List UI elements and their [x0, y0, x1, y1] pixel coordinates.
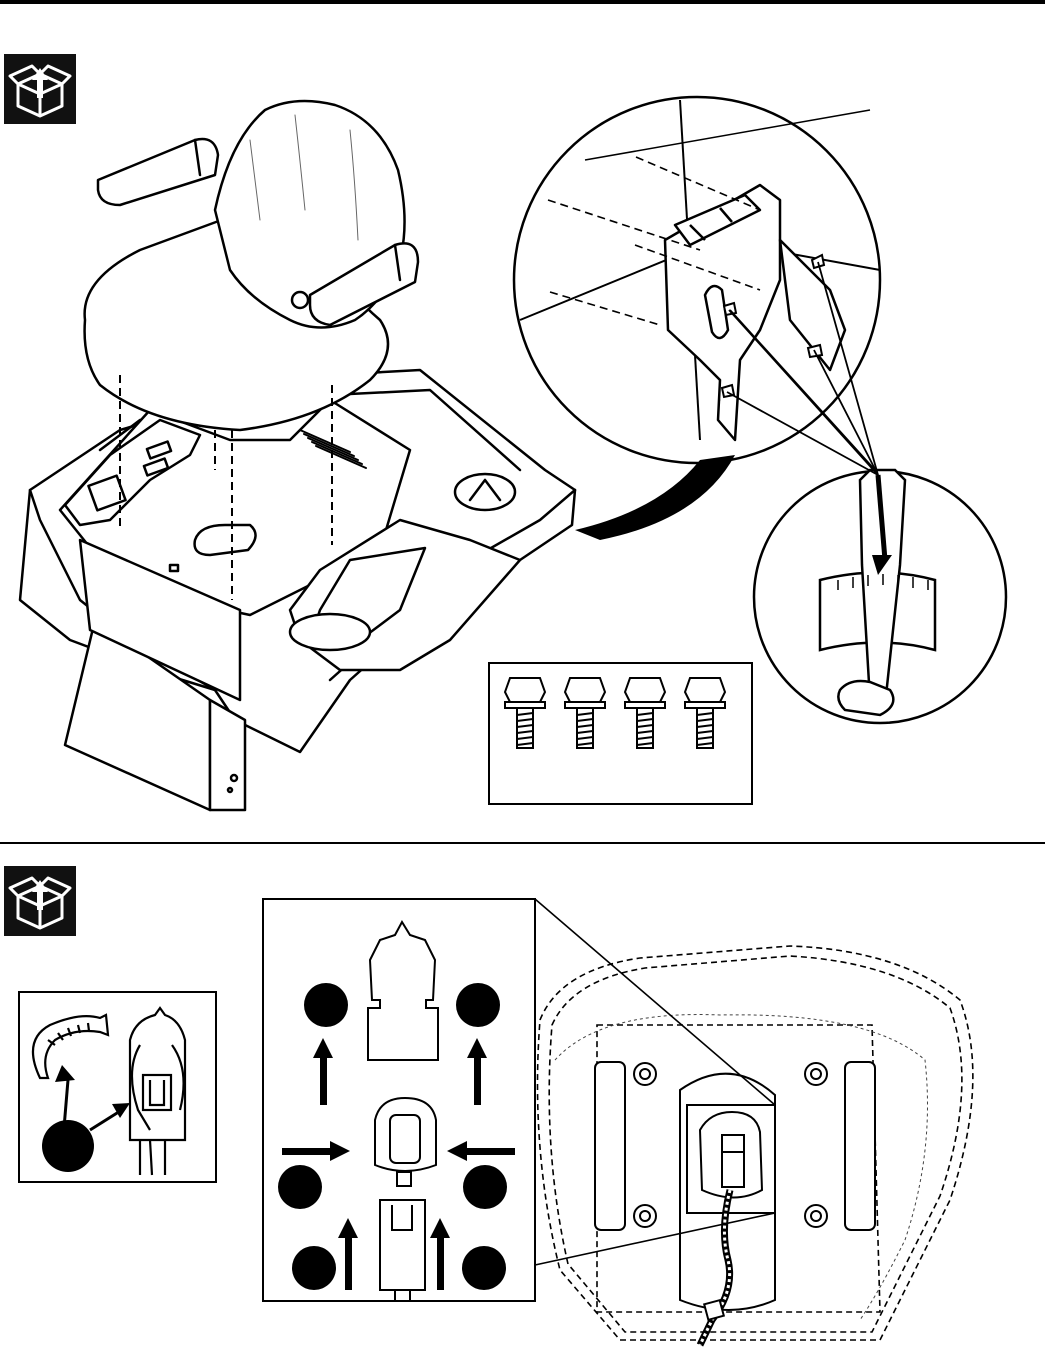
callout-marker	[42, 1120, 94, 1172]
